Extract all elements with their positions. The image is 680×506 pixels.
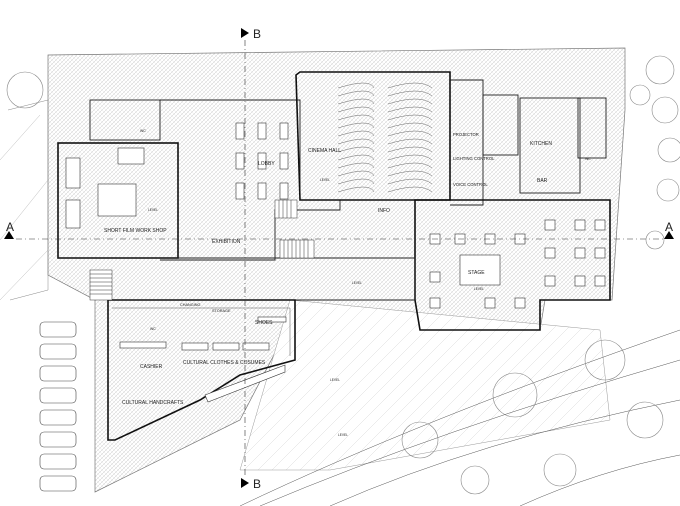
room-exhibition: EXHIBITION (212, 239, 241, 245)
parking-cars (39, 321, 77, 492)
room-bar: BAR (537, 178, 548, 184)
site-ground (0, 47, 626, 493)
stairs (89, 199, 315, 301)
level-marks: LEVEL LEVEL LEVEL LEVEL LEVEL LEVEL (148, 178, 484, 437)
level-mark: LEVEL (148, 208, 158, 212)
room-labels: SHORT FILM WORK SHOP LOBBY CINEMA HALL P… (104, 132, 552, 406)
room-cinema-hall: CINEMA HALL (308, 148, 341, 154)
building-walls (57, 71, 611, 441)
room-changing: CHANGING (180, 303, 201, 307)
section-a-left-label: A (6, 220, 14, 234)
room-lighting-control: LIGHTING CONTROL (453, 156, 495, 161)
section-a-left-arrow (4, 231, 14, 239)
section-arrows (4, 28, 674, 488)
room-cultural-handcrafts: CULTURAL HANDCRAFTS (122, 400, 184, 406)
cinema-seating (337, 82, 433, 193)
section-markers: B B A A (6, 27, 673, 491)
room-kitchen: KITCHEN (530, 141, 552, 147)
room-projector: PROJECTOR (453, 132, 479, 137)
trees (6, 55, 680, 495)
section-a-right-label: A (665, 220, 673, 234)
section-axes (16, 40, 664, 478)
level-mark: LEVEL (320, 178, 330, 182)
room-stage: STAGE (468, 270, 485, 276)
room-lobby: LOBBY (258, 161, 275, 167)
level-mark: LEVEL (352, 281, 362, 285)
level-mark: LEVEL (338, 433, 348, 437)
section-b-top-label: B (253, 27, 261, 41)
room-storage: STORAGE (212, 309, 231, 313)
room-short-film-workshop: SHORT FILM WORK SHOP (104, 228, 167, 234)
room-info: INFO (378, 208, 390, 214)
wc-label: WC (140, 129, 146, 133)
wc-label: WC (150, 327, 156, 331)
wc-labels: WC WC WC (140, 129, 591, 331)
room-voice-control: VOICE CONTROL (453, 182, 488, 187)
room-shoes: SHOES (255, 320, 273, 326)
road-lines (239, 329, 680, 506)
section-b-bottom-arrow (241, 478, 249, 488)
workshop-furniture (65, 147, 145, 229)
restaurant-tables (429, 219, 606, 309)
level-mark: LEVEL (330, 378, 340, 382)
level-mark: LEVEL (474, 287, 484, 291)
section-b-top-arrow (241, 28, 249, 38)
lobby-furniture (235, 122, 289, 200)
room-cultural-clothes: CULTURAL CLOTHES & COSUMES (183, 360, 266, 366)
wc-label: WC (585, 157, 591, 161)
room-cashier: CASHIER (140, 364, 163, 370)
section-b-bottom-label: B (253, 477, 261, 491)
section-a-right-arrow (664, 231, 674, 239)
